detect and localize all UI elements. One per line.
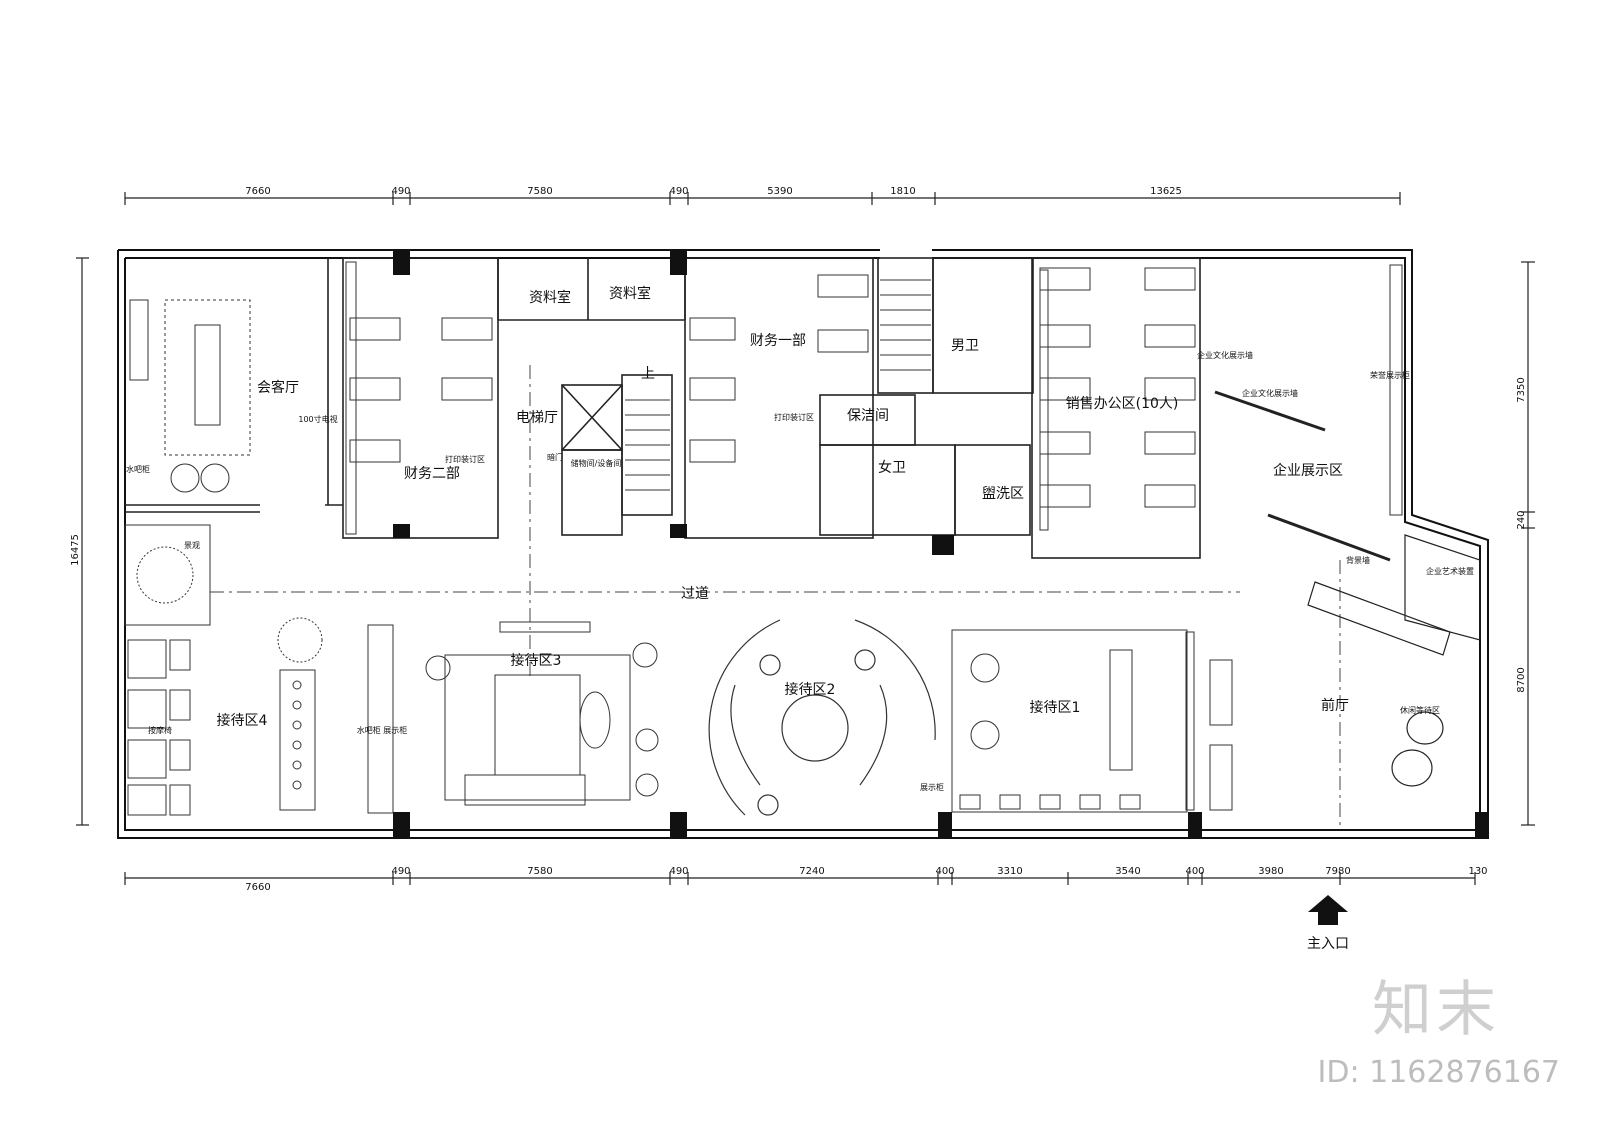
dim-top-3: 490 — [669, 186, 688, 197]
dimension-line-left — [76, 257, 89, 826]
room-archive1: 资料室 — [529, 289, 571, 306]
dim-top-4: 5390 — [767, 186, 792, 197]
label-bar-counter: 水吧柜 — [126, 464, 150, 474]
reception2-furniture — [708, 619, 936, 816]
label-main-entrance: 主入口 — [1307, 936, 1349, 952]
dimension-labels-bottom: 7660 490 7580 490 7240 400 3310 3540 400… — [245, 866, 1487, 893]
lobby-furniture — [1214, 390, 1481, 787]
dim-bottom-6: 3310 — [997, 866, 1022, 877]
dimension-labels-top: 7660 490 7580 490 5390 1810 13625 — [245, 186, 1182, 197]
room-sales-office: 销售办公区(10人) — [1066, 396, 1179, 412]
outer-walls — [117, 249, 1489, 839]
label-bar-display: 水吧柜 展示柜 — [357, 725, 408, 735]
dim-top-1: 490 — [391, 186, 410, 197]
interior-walls — [125, 257, 1201, 559]
dimension-line-bottom — [124, 872, 1476, 885]
entrance-arrow-icon — [1308, 895, 1348, 925]
room-finance2: 财务二部 — [404, 466, 460, 482]
room-reception3: 接待区3 — [511, 652, 562, 669]
meeting-furniture — [129, 299, 251, 493]
dim-bottom-4: 7240 — [799, 866, 824, 877]
room-lobby: 前厅 — [1321, 697, 1349, 714]
reception3-furniture — [425, 621, 659, 806]
room-exhibition: 企业展示区 — [1273, 462, 1343, 479]
room-corridor: 过道 — [681, 586, 709, 602]
dim-top-6: 13625 — [1150, 186, 1182, 197]
reception1-furniture — [951, 629, 1233, 813]
watermark-logo: 知末 — [1372, 975, 1500, 1045]
dim-bottom-10: 7980 — [1325, 866, 1350, 877]
dim-right-0: 7350 — [1516, 377, 1527, 402]
room-reception-lounge: 会客厅 — [257, 379, 299, 396]
structural-columns — [393, 250, 1488, 837]
dim-bottom-3: 490 — [669, 866, 688, 877]
glass-partitions — [345, 261, 1403, 814]
label-rest-area: 休闲等待区 — [1400, 705, 1440, 715]
dim-bottom-9: 3980 — [1258, 866, 1283, 877]
label-storage: 储物间/设备间 — [571, 458, 622, 468]
landscape-planter — [124, 524, 323, 663]
label-honor-cabinet: 荣誉展示柜 — [1370, 370, 1410, 380]
corridor-axis — [210, 365, 1341, 830]
dim-right-2: 8700 — [1516, 667, 1527, 692]
room-reception4: 接待区4 — [217, 712, 268, 729]
label-culture-wall2: 企业文化展示墙 — [1242, 388, 1298, 398]
dim-bottom-5: 400 — [935, 866, 954, 877]
dim-right-1: 240 — [1516, 510, 1527, 529]
label-art-install: 企业艺术装置 — [1426, 566, 1474, 576]
room-up: 上 — [641, 366, 655, 382]
dim-bottom-7: 3540 — [1115, 866, 1140, 877]
room-reception1: 接待区1 — [1030, 699, 1081, 716]
reception4-furniture — [127, 639, 316, 816]
label-bg-wall: 背景墙 — [1346, 555, 1370, 565]
dim-bottom-1: 490 — [391, 866, 410, 877]
room-reception2: 接待区2 — [785, 681, 836, 698]
label-tv: 100寸电视 — [298, 414, 337, 424]
dimension-line-right — [1521, 261, 1535, 826]
room-finance1: 财务一部 — [750, 333, 806, 349]
watermark-id: ID: 1162876167 — [1317, 1055, 1560, 1090]
workstations — [349, 267, 1196, 508]
dim-bottom-8: 400 — [1185, 866, 1204, 877]
label-culture-wall: 企业文化展示墙 — [1197, 350, 1253, 360]
label-dark-door: 暗门 — [547, 452, 563, 462]
dim-left-0: 16475 — [70, 534, 81, 566]
label-display-cabinet: 展示柜 — [920, 782, 944, 792]
dimension-labels-right: 7350 240 8700 — [1516, 377, 1527, 692]
room-washing: 盥洗区 — [982, 486, 1024, 502]
dimension-line-top — [124, 192, 1401, 205]
dim-top-2: 7580 — [527, 186, 552, 197]
room-mens-wc: 男卫 — [951, 338, 979, 354]
room-elevator-hall: 电梯厅 — [516, 410, 558, 426]
room-archive2: 资料室 — [609, 285, 651, 302]
dim-bottom-11: 130 — [1468, 866, 1487, 877]
dim-bottom-2: 7580 — [527, 866, 552, 877]
furniture-labels: 100寸电视 打印装订区 打印装订区 储物间/设备间 暗门 水吧柜 景观 按摩椅… — [126, 350, 1474, 792]
label-print-finance2: 打印装订区 — [445, 454, 485, 464]
stair-treads — [625, 279, 931, 491]
label-landscape: 景观 — [184, 541, 200, 550]
label-print-finance1: 打印装订区 — [774, 412, 814, 422]
dim-top-5: 1810 — [890, 186, 915, 197]
label-massage: 按摩椅 — [148, 725, 172, 735]
dim-bottom-0: 7660 — [245, 882, 270, 893]
room-labels: 会客厅 财务二部 资料室 资料室 电梯厅 上 财务一部 男卫 保洁间 女卫 盥洗… — [217, 285, 1349, 952]
room-womens-wc: 女卫 — [878, 459, 906, 476]
dim-top-0: 7660 — [245, 186, 270, 197]
room-cleaning: 保洁间 — [847, 408, 889, 424]
